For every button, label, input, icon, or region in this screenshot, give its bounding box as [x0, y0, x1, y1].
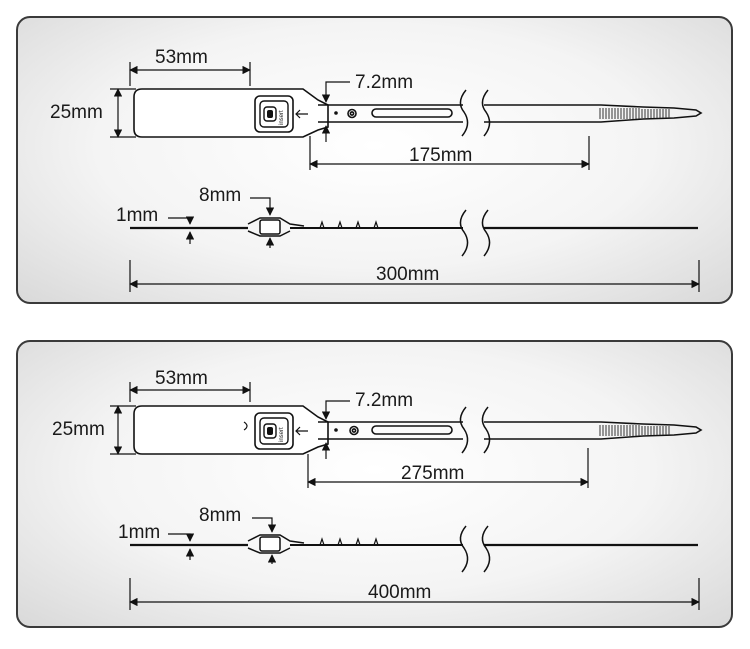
seal-plan-view [133, 405, 703, 455]
dim-head-thickness [250, 197, 275, 248]
dim-total-length [129, 260, 700, 292]
strap-length-label: 275mm [401, 463, 464, 484]
locking-head: insert [254, 95, 308, 133]
seal-plan-view [133, 88, 703, 138]
strap-teeth [599, 108, 670, 119]
dim-strap-length [307, 448, 589, 488]
total-length-label: 300mm [376, 264, 439, 285]
seal-diagram-400mm: insert 53mm [16, 340, 733, 628]
seal-side-view [130, 525, 698, 573]
dim-total-length [129, 578, 700, 610]
strap-length-label: 175mm [409, 145, 472, 166]
dim-tag-width [129, 62, 251, 86]
dim-tag-thickness [168, 216, 195, 244]
head-thickness-label: 8mm [199, 505, 241, 526]
seal-drawing: insert 53mm [50, 47, 703, 292]
total-length-label: 400mm [368, 582, 431, 603]
tag-thickness-label: 1mm [118, 522, 160, 543]
head-thickness-label: 8mm [199, 185, 241, 206]
dim-tag-height [110, 88, 136, 138]
dim-strap-width [321, 400, 350, 459]
seal-diagram-300mm: insert 53mm [16, 16, 733, 304]
dim-tag-height [110, 405, 136, 455]
break-marks [459, 89, 491, 137]
strap-width-label: 7.2mm [355, 390, 413, 411]
dim-head-thickness [252, 517, 277, 564]
seal-side-view [130, 209, 698, 257]
dim-tag-width [129, 382, 251, 402]
imprint-text: insert [279, 427, 285, 442]
tag-width-label: 53mm [155, 47, 208, 68]
imprint-text: insert [279, 110, 285, 125]
strap-width-label: 7.2mm [355, 72, 413, 93]
seal-drawing: insert 53mm [52, 368, 703, 610]
arrow-icon [295, 426, 308, 436]
tag-height-label: 25mm [50, 102, 103, 123]
tag-width-label: 53mm [155, 368, 208, 389]
dim-strap-length [309, 136, 590, 170]
arrow-icon [295, 109, 308, 119]
dim-tag-thickness [168, 533, 195, 560]
tag-thickness-label: 1mm [116, 205, 158, 226]
dim-strap-width [321, 81, 350, 142]
break-marks [459, 406, 491, 454]
locking-head: insert [254, 412, 308, 450]
strap-teeth [599, 425, 670, 436]
tag-height-label: 25mm [52, 419, 105, 440]
